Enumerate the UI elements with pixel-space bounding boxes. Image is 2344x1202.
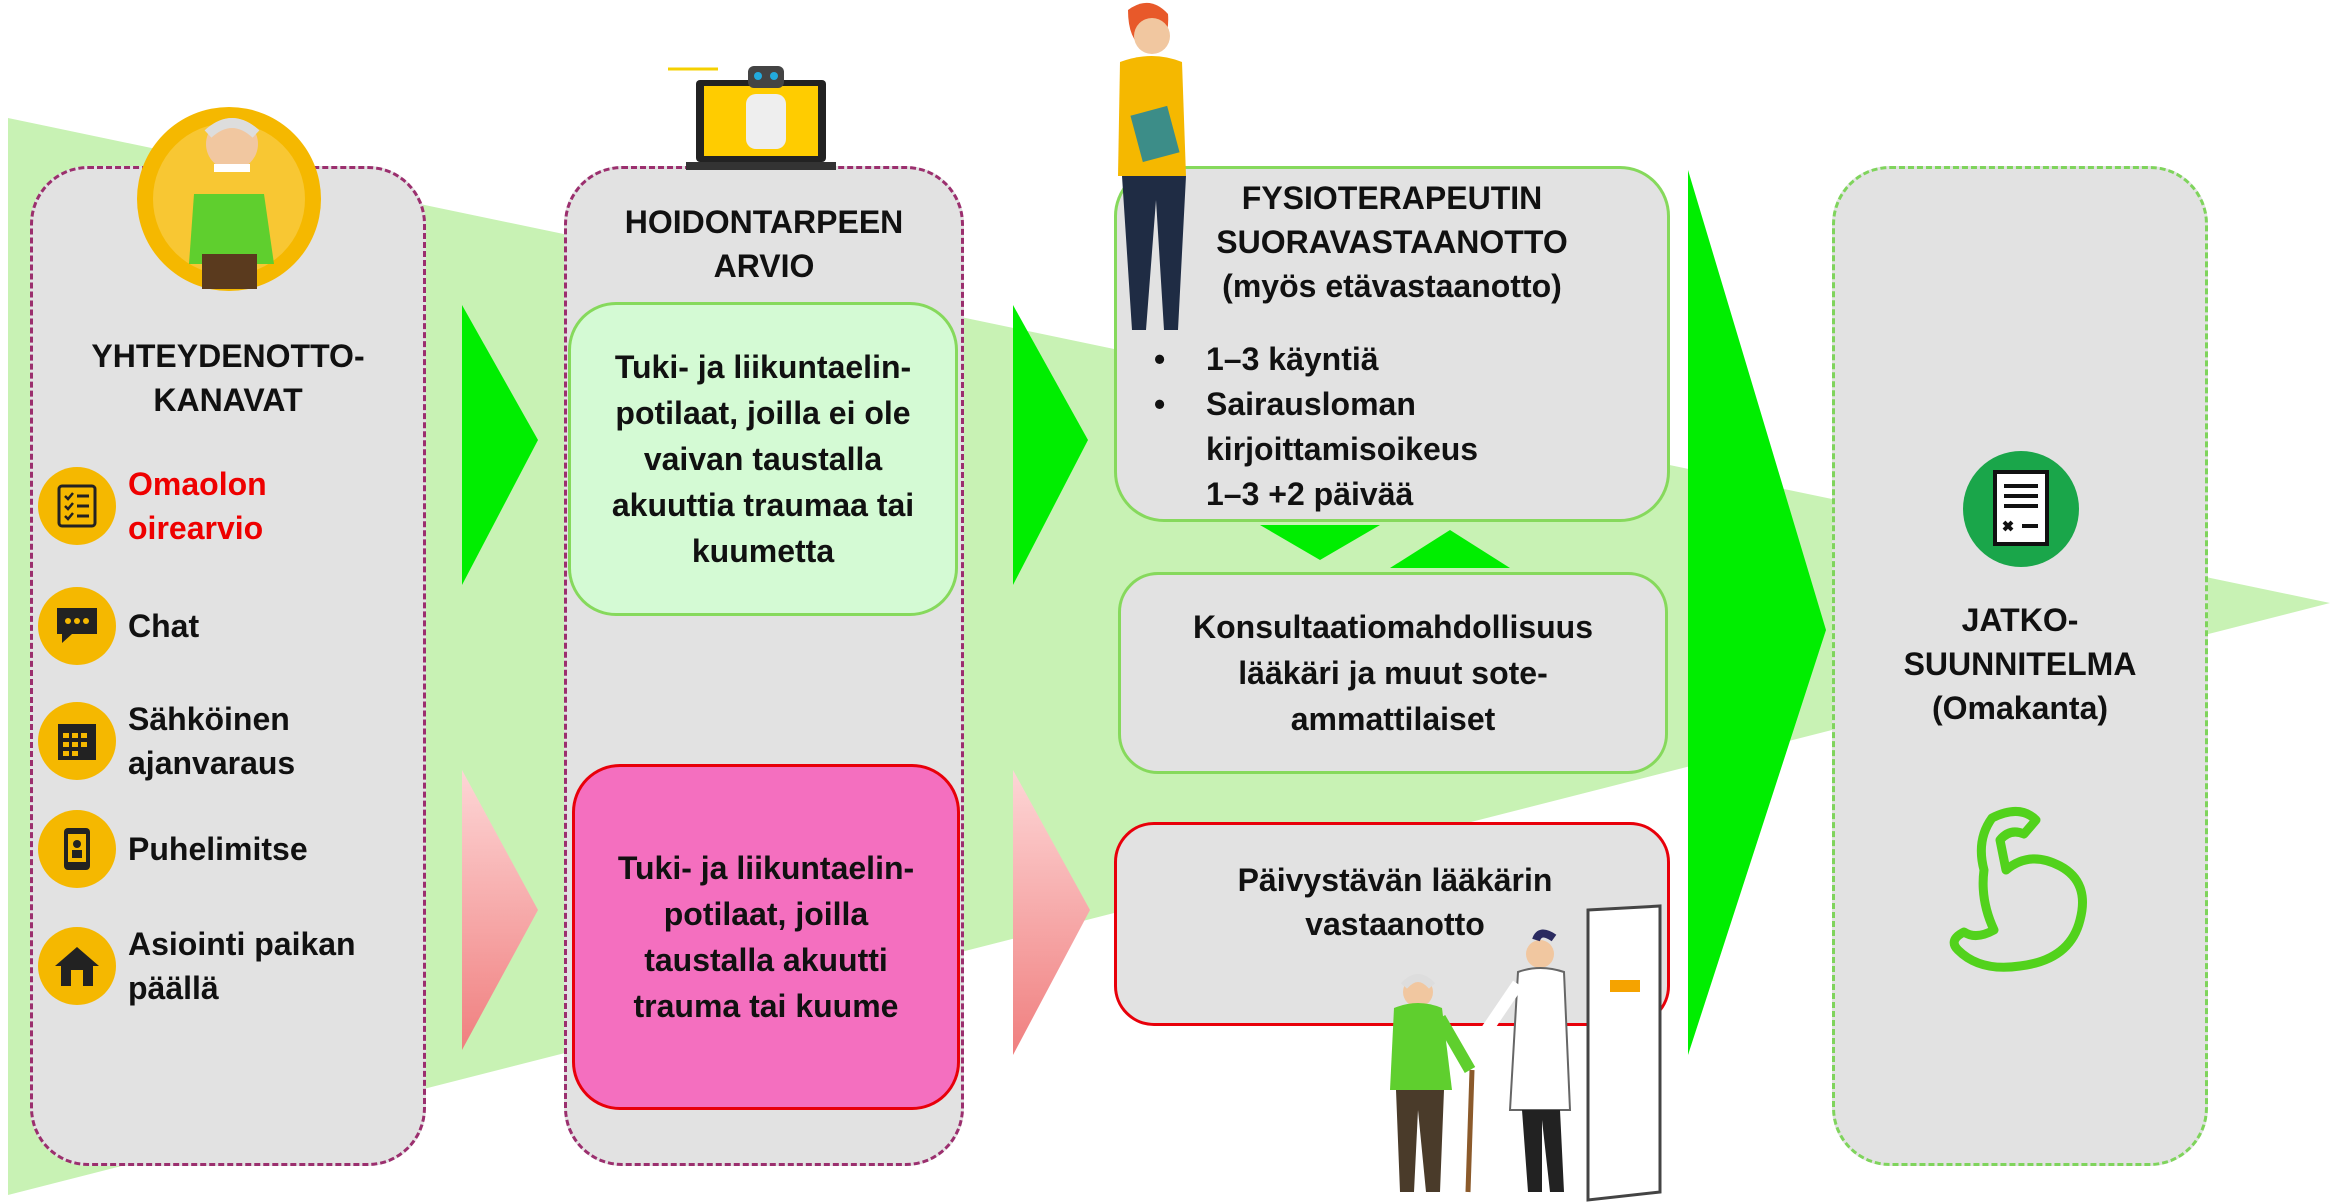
arrow-green-1: [462, 305, 538, 585]
bullet-sick-leave-line2: kirjoittamisoikeus: [1206, 431, 1479, 467]
arrow-green-big: [1688, 170, 1826, 1055]
flexed-arm-icon: [1949, 807, 2087, 972]
channel-phone[interactable]: Puhelimitse: [38, 810, 388, 888]
bullet-sick-leave-line3: 1–3 +2 päivää: [1206, 476, 1414, 512]
contact-channels-title-line2: KANAVAT: [153, 382, 303, 418]
physio-title: FYSIOTERAPEUTIN SUORAVASTAANOTTO (myös e…: [1216, 180, 1568, 304]
laptop-robot-icon: [668, 66, 836, 170]
contact-channels-panel: [30, 166, 426, 1166]
document-icon: [1963, 451, 2079, 567]
bullet-sick-leave: Sairausloman: [1146, 382, 1626, 427]
care-need-title-line1: HOIDONTARPEEN: [624, 204, 904, 240]
doctor-patient-scene-icon: [1390, 904, 1662, 1202]
arrow-up-small: [1390, 530, 1510, 568]
channel-chat-label: Chat: [128, 608, 200, 644]
care-need-title-line2: ARVIO: [713, 248, 815, 284]
channel-phone-label: Puhelimitse: [128, 831, 308, 867]
checklist-icon: [38, 467, 116, 545]
calendar-icon: [38, 702, 116, 780]
arrow-pink-1: [462, 770, 538, 1050]
bullet-visits: 1–3 käyntiä: [1146, 337, 1626, 382]
house-icon: [38, 927, 116, 1005]
arrow-down-small: [1260, 525, 1380, 560]
elderly-man-avatar-icon: [137, 107, 321, 291]
arrow-green-2: [1013, 305, 1088, 585]
emergency-doctor-title: Päivystävän lääkärin vastaanotto: [1237, 862, 1553, 942]
contact-channels-title: YHTEYDENOTTO- KANAVAT: [30, 334, 426, 422]
non-acute-patients-box: Tuki- ja liikuntaelin- potilaat, joilla …: [568, 302, 958, 616]
acute-patients-box: Tuki- ja liikuntaelin- potilaat, joilla …: [572, 764, 960, 1110]
chat-icon: [38, 587, 116, 665]
physio-bullets: 1–3 käyntiä Sairausloman kirjoittamisoik…: [1146, 337, 1626, 517]
consultation-box: Konsultaatiomahdollisuus lääkäri ja muut…: [1118, 572, 1668, 774]
channel-chat[interactable]: Chat: [38, 587, 388, 665]
care-need-title: HOIDONTARPEEN ARVIO: [564, 200, 964, 288]
emergency-doctor-box: [1114, 822, 1670, 1026]
follow-up-plan-panel: [1832, 166, 2208, 1166]
contact-channels-title-line1: YHTEYDENOTTO-: [91, 338, 365, 374]
follow-up-plan-title: JATKO- SUUNNITELMA (Omakanta): [1903, 602, 2137, 726]
arrow-pink-2: [1013, 770, 1090, 1055]
phone-icon: [38, 810, 116, 888]
physiotherapist-figure-icon: [1118, 2, 1186, 330]
